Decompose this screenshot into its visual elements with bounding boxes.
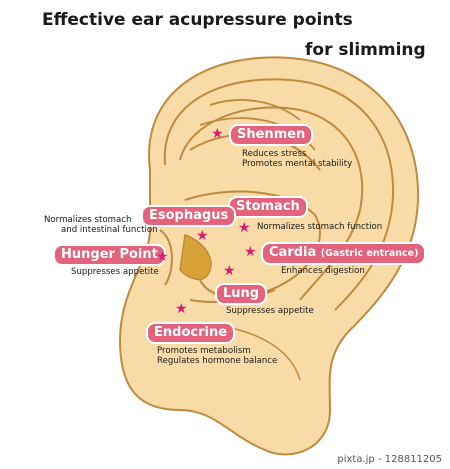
label-cardia: Cardia (Gastric entrance)	[261, 242, 427, 265]
label-esophagus: Esophagus	[141, 205, 237, 227]
star-cardia: ★	[244, 244, 257, 260]
star-hunger-point: ★	[156, 249, 169, 265]
star-shenmen: ★	[211, 126, 224, 142]
label-shenmen: Shenmen	[229, 124, 314, 146]
label-hunger-point: Hunger Point	[53, 244, 166, 266]
desc-stomach: Normalizes stomach function	[257, 222, 383, 232]
desc-endocrine-2: Regulates hormone balance	[157, 356, 278, 366]
label-cardia-sub: (Gastric entrance)	[320, 248, 419, 259]
star-stomach: ★	[238, 220, 251, 236]
star-endocrine: ★	[175, 301, 188, 317]
desc-shenmen-1: Reduces stress	[242, 149, 307, 159]
star-esophagus: ★	[196, 228, 209, 244]
desc-cardia: Enhances digestion	[281, 266, 365, 276]
label-lung: Lung	[215, 283, 268, 305]
desc-esophagus-1: Normalizes stomach	[44, 215, 132, 225]
star-lung: ★	[223, 263, 236, 279]
tragus-line	[159, 229, 173, 286]
title-line-1: Effective ear acupressure points	[42, 10, 353, 30]
label-stomach: Stomach	[228, 196, 308, 218]
ear-canal	[179, 234, 212, 281]
desc-endocrine-1: Promotes metabolism	[157, 346, 251, 356]
label-endocrine: Endocrine	[146, 322, 236, 344]
desc-shenmen-2: Promotes mental stability	[242, 159, 353, 169]
desc-lung: Suppresses appetite	[226, 306, 314, 316]
label-cardia-main: Cardia	[269, 245, 317, 260]
image-credit: pixta.jp - 128811205	[337, 454, 442, 465]
crus-line	[209, 99, 301, 121]
title-line-2: for slimming	[305, 40, 426, 60]
desc-hunger-point: Suppresses appetite	[71, 267, 159, 277]
desc-esophagus-2: and intestinal function	[61, 225, 158, 235]
